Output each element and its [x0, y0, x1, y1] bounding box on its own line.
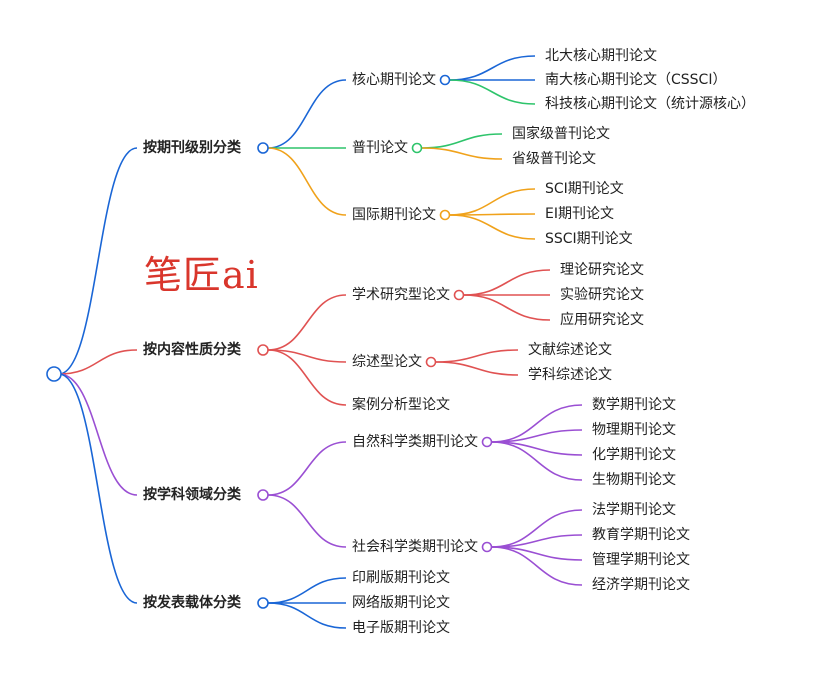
category-label: 按学科领域分类	[143, 486, 242, 503]
subcategory-node[interactable]	[425, 356, 437, 368]
leaf-label: 生物期刊论文	[592, 472, 676, 488]
edge-category-to-subcategory	[267, 79, 347, 149]
edge-subcategory-to-leaf	[463, 294, 551, 321]
edge-subcategory-to-leaf	[449, 188, 536, 216]
subcategory-label: 学术研究型论文	[352, 287, 450, 303]
leaf-label: 学科综述论文	[528, 367, 612, 383]
edge-subcategory-to-leaf	[449, 214, 536, 240]
subcategory-label: 自然科学类期刊论文	[352, 433, 478, 450]
leaf-label: 经济学期刊论文	[592, 577, 690, 593]
edge-subcategory-to-leaf	[421, 133, 503, 149]
edge-subcategory-to-leaf	[435, 361, 519, 376]
leaf-label: 理论研究论文	[560, 262, 644, 278]
subcategory-label: 普刊论文	[352, 140, 408, 156]
edge-subcategory-to-leaf	[435, 349, 519, 363]
leaf-label: 省级普刊论文	[512, 151, 596, 167]
edge-category-to-subcategory	[267, 441, 347, 496]
edge-subcategory-to-leaf	[491, 429, 583, 443]
edge-category-to-subcategory	[267, 147, 347, 216]
category-node[interactable]	[257, 344, 269, 356]
edge-category-to-subcategory	[267, 294, 347, 351]
category-node[interactable]	[257, 489, 269, 501]
leaf-label: 物理期刊论文	[592, 422, 676, 438]
subcategory-label: 综述型论文	[352, 354, 422, 370]
edge-root-to-category	[58, 373, 138, 496]
subcategory-label: 网络版期刊论文	[352, 595, 450, 611]
subcategory-node[interactable]	[439, 74, 451, 86]
edge-subcategory-to-leaf	[449, 55, 536, 81]
edge-category-to-subcategory	[267, 494, 347, 548]
category-label: 按期刊级别分类	[143, 139, 242, 156]
edges	[58, 55, 583, 629]
subcategory-node[interactable]	[481, 541, 493, 553]
subcategory-label: 核心期刊论文	[352, 72, 436, 88]
subcategory-node[interactable]	[453, 289, 465, 301]
leaf-label: EI期刊论文	[545, 206, 614, 222]
edge-subcategory-to-leaf	[449, 79, 536, 105]
edge-subcategory-to-leaf	[491, 441, 583, 481]
leaf-label: 科技核心期刊论文（统计源核心）	[545, 96, 755, 112]
edge-category-to-subcategory	[267, 349, 347, 406]
leaf-label: 北大核心期刊论文	[545, 48, 657, 64]
edge-root-to-category	[58, 349, 138, 375]
leaf-label: 应用研究论文	[560, 311, 644, 328]
edge-subcategory-to-leaf	[491, 509, 583, 548]
subcategory-label: 国际期刊论文	[352, 207, 436, 223]
subcategory-node[interactable]	[411, 142, 423, 154]
subcategory-label: 案例分析型论文	[352, 396, 450, 413]
watermark-logo: 笔匠ai	[144, 253, 259, 297]
leaf-label: 文献综述论文	[528, 342, 612, 358]
leaf-label: 法学期刊论文	[592, 502, 676, 518]
edge-root-to-category	[58, 373, 138, 604]
edge-subcategory-to-leaf	[491, 534, 583, 548]
subcategory-label: 电子版期刊论文	[352, 620, 450, 636]
edge-subcategory-to-leaf	[491, 404, 583, 443]
category-node[interactable]	[257, 597, 269, 609]
leaf-label: 国家级普刊论文	[512, 125, 610, 142]
edge-category-to-subcategory	[267, 577, 347, 604]
category-label: 按内容性质分类	[143, 341, 242, 358]
category-node[interactable]	[257, 142, 269, 154]
leaf-label: 实验研究论文	[560, 287, 644, 303]
leaf-label: 数学期刊论文	[592, 397, 676, 413]
leaf-label: SCI期刊论文	[545, 181, 624, 197]
leaf-label: 管理学期刊论文	[592, 552, 690, 568]
leaf-label: 教育学期刊论文	[592, 527, 690, 543]
edge-category-to-subcategory	[267, 349, 347, 363]
edge-root-to-category	[58, 147, 138, 375]
edge-subcategory-to-leaf	[463, 269, 551, 296]
subcategory-label: 印刷版期刊论文	[352, 570, 450, 586]
subcategory-node[interactable]	[481, 436, 493, 448]
edge-category-to-subcategory	[267, 602, 347, 629]
leaf-label: SSCI期刊论文	[545, 231, 633, 247]
category-label: 按发表载体分类	[143, 594, 242, 611]
leaf-label: 南大核心期刊论文（CSSCI）	[545, 72, 726, 88]
subcategory-node[interactable]	[439, 209, 451, 221]
edge-subcategory-to-leaf	[421, 147, 503, 160]
edge-subcategory-to-leaf	[491, 546, 583, 586]
subcategory-label: 社会科学类期刊论文	[352, 539, 478, 555]
leaf-label: 化学期刊论文	[592, 447, 676, 463]
root-node[interactable]	[46, 366, 62, 382]
